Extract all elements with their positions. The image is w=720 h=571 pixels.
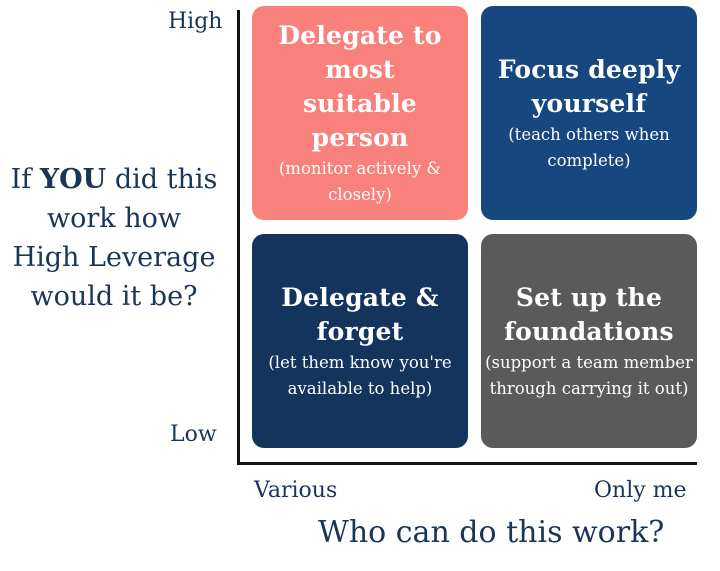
quadrant-subtitle-line-2: through carrying it out) [489, 379, 689, 398]
y-axis-title-line-4: would it be? [30, 281, 198, 312]
quadrant-subtitle-line-2: available to help) [287, 379, 433, 398]
y-axis-high-label: High [168, 9, 223, 34]
y-axis-title-post: did this [106, 164, 218, 195]
quadrant-title-line-2: suitable person [303, 89, 417, 152]
quadrant-title-line-1: Delegate to most [278, 21, 442, 84]
quadrant-title-line-1: Focus deeply [497, 55, 681, 84]
x-axis-title: Who can do this work? [318, 515, 665, 550]
x-axis-line [237, 462, 697, 465]
quadrant-delegate-and-forget: Delegate & forget (let them know you're … [252, 234, 468, 448]
y-axis-title-line-3: High Leverage [12, 242, 216, 273]
y-axis-line [237, 10, 240, 465]
quadrant-focus-deeply-yourself: Focus deeply yourself (teach others when… [481, 6, 697, 220]
y-axis-title-line-2: work how [47, 203, 181, 234]
quadrant-subtitle-line-2: complete) [547, 151, 631, 170]
y-axis-low-label: Low [170, 422, 217, 447]
quadrant-delegate-to-most-suitable-person: Delegate to most suitable person (monito… [252, 6, 468, 220]
y-axis-title-pre: If [10, 164, 40, 195]
y-axis-title-line-1: If YOU did this [0, 160, 228, 199]
quadrant-subtitle-line-2: closely) [328, 185, 392, 204]
quadrant-title-line-1: Set up the [515, 283, 663, 312]
x-axis-only-me-label: Only me [594, 478, 687, 503]
quadrant-title-line-1: Delegate & [281, 283, 439, 312]
x-axis-various-label: Various [254, 478, 338, 503]
quadrant-set-up-the-foundations: Set up the foundations (support a team m… [481, 234, 697, 448]
y-axis-title: If YOU did this work how High Leverage w… [0, 160, 228, 316]
quadrant-title-line-2: foundations [504, 317, 674, 346]
quadrant-subtitle-line-1: (teach others when [508, 125, 670, 144]
quadrant-title-line-2: yourself [531, 89, 647, 118]
quadrant-subtitle-line-1: (monitor actively & [278, 159, 442, 178]
quadrant-title-line-2: forget [316, 317, 404, 346]
quadrant-subtitle-line-1: (let them know you're [268, 353, 452, 372]
y-axis-title-emphasis: YOU [39, 164, 107, 195]
quadrant-subtitle-line-1: (support a team member [485, 353, 693, 372]
